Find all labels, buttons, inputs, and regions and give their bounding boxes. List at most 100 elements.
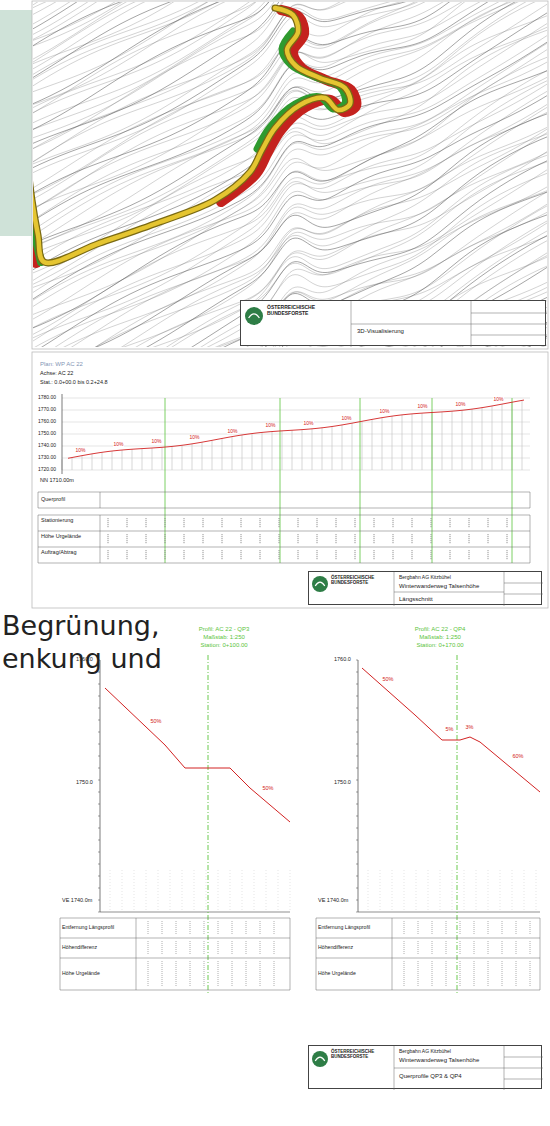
drawing-line <box>392 416 393 470</box>
drawing-line <box>317 534 318 544</box>
contour-line <box>33 2 547 154</box>
longitudinal-profile <box>38 394 530 563</box>
drawing-line <box>368 870 369 912</box>
drawing-line <box>165 518 166 528</box>
slope-label: 10% <box>417 404 428 409</box>
drawing-line <box>102 452 103 470</box>
slope-label: 10% <box>341 416 352 421</box>
drawing-label: Maßstab: 1:250 <box>203 634 245 640</box>
drawing-line <box>122 870 123 912</box>
drawing-line <box>260 534 261 544</box>
contour-line <box>33 291 547 347</box>
drawing-line <box>38 492 530 493</box>
drawing-line <box>100 660 101 912</box>
drawing-line <box>148 941 149 955</box>
logo-mark <box>315 1057 325 1061</box>
drawing-line <box>98 756 100 757</box>
drawing-line <box>72 458 73 470</box>
drawing-line <box>428 870 429 912</box>
grid-line <box>471 335 547 336</box>
drawing-line <box>540 918 541 990</box>
drawing-line <box>530 941 531 955</box>
drawing-line <box>60 958 290 959</box>
drawing-line <box>278 870 279 912</box>
drawing-line <box>108 518 109 528</box>
drawing-line <box>446 941 447 955</box>
drawing-line <box>98 804 100 805</box>
grid-line <box>394 1068 504 1069</box>
drawing-line <box>512 870 513 912</box>
drawing-line <box>488 534 489 544</box>
drawing-line <box>260 921 261 935</box>
drawing-line <box>218 961 219 987</box>
drawing-line <box>342 425 343 470</box>
contour-line <box>33 155 547 347</box>
drawing-line <box>274 941 275 955</box>
contour-line <box>33 251 547 347</box>
grid-line <box>504 1079 543 1080</box>
contour-line <box>33 234 547 347</box>
drawing-line <box>60 918 290 919</box>
drawing-line <box>432 398 433 563</box>
drawing-line <box>230 870 231 912</box>
drawing-line <box>176 921 177 935</box>
drawing-line <box>82 456 83 470</box>
drawing-line <box>404 870 405 912</box>
drawing-line <box>488 921 489 935</box>
contour-line <box>33 27 547 301</box>
drawing-line <box>162 921 163 935</box>
drawing-line <box>352 423 353 470</box>
drawing-line <box>488 870 489 912</box>
drawing-line <box>184 518 185 528</box>
drawing-label: NN 1710.00m <box>40 478 74 484</box>
drawing-line <box>290 870 291 912</box>
drawing-line <box>279 518 280 528</box>
drawing-line <box>380 870 381 912</box>
drawing-label: Höhe Urgelände <box>62 971 100 976</box>
sheet-profile <box>32 352 548 608</box>
drawing-line <box>204 941 205 955</box>
contour-line <box>33 185 547 347</box>
road-model <box>33 8 356 263</box>
drawing-line <box>62 446 530 447</box>
drawing-line <box>507 518 508 528</box>
drawing-line <box>356 756 358 757</box>
drawing-line <box>38 563 530 564</box>
drawing-line <box>222 518 223 528</box>
drawing-line <box>530 961 531 987</box>
drawing-line <box>476 870 477 912</box>
drawing-line <box>204 921 205 935</box>
drawing-line <box>176 941 177 955</box>
drawing-line <box>472 409 473 470</box>
drawing-line <box>356 792 358 793</box>
drawing-line <box>332 427 333 470</box>
title-block: ÖSTERREICHISCHE BUNDESFORSTE3D-Visualisi… <box>240 300 546 346</box>
drawing-line <box>146 550 147 560</box>
contour-line <box>33 121 547 347</box>
drawing-line <box>440 870 441 912</box>
drawing-line <box>190 941 191 955</box>
drawing-line <box>62 434 530 435</box>
contour-line <box>33 109 547 347</box>
drawing-line <box>232 941 233 955</box>
logo-mark <box>312 576 328 592</box>
grid-line <box>504 583 543 584</box>
drawing-line <box>450 550 451 560</box>
drawing-line <box>176 961 177 987</box>
drawing-line <box>336 518 337 528</box>
drawing-line <box>98 888 100 889</box>
drawing-line <box>392 870 393 912</box>
drawing-line <box>172 446 173 470</box>
drawing-line <box>316 918 540 919</box>
drawing-line <box>507 550 508 560</box>
logo-mark <box>315 582 325 586</box>
drawing-line <box>431 518 432 528</box>
drawing-label: VE 1740.0m <box>318 898 348 904</box>
drawing-line <box>336 550 337 560</box>
contour-line <box>33 249 547 347</box>
contour-line <box>33 180 547 347</box>
drawing-line <box>356 804 358 805</box>
slope-label: 50% <box>262 786 274 792</box>
drawing-line <box>148 921 149 935</box>
drawing-line <box>292 430 293 470</box>
